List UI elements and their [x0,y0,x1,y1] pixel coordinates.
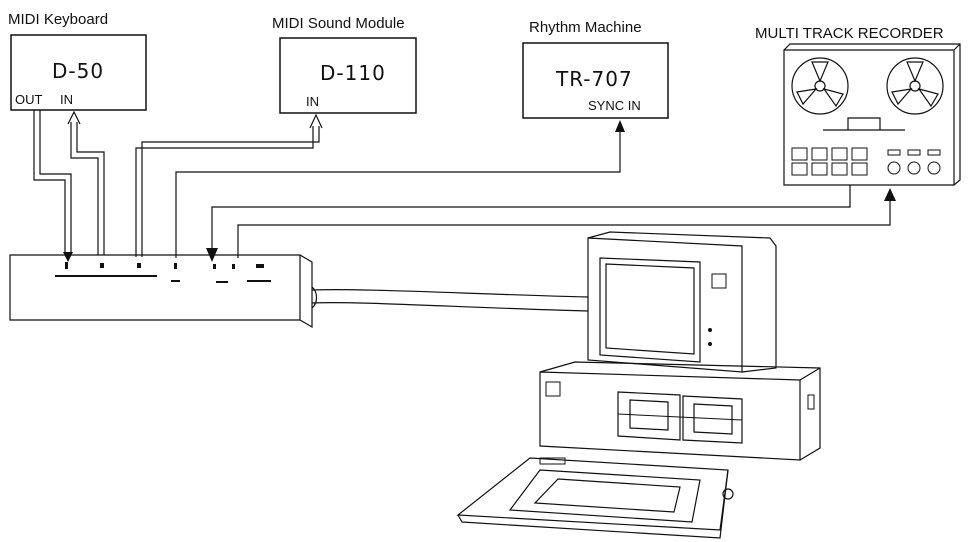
cable-sound-module-in [136,126,319,257]
keyboard-label: MIDI Keyboard [8,11,108,28]
interface-cable [312,290,588,311]
midi-interface-box [10,255,588,327]
right-reel-icon [887,58,943,114]
cable-rhythm-sync [176,130,620,258]
keyboard-out-port: OUT [15,92,43,107]
monitor-screen [600,258,700,362]
rhythm-machine: Rhythm Machine TR-707 SYNC IN [523,19,668,118]
left-reel-icon [792,58,848,114]
computer-keyboard [458,458,728,530]
sound-module-in-port: IN [306,94,319,109]
recorder-label: MULTI TRACK RECORDER [755,25,944,42]
rhythm-machine-model: TR-707 [555,67,633,91]
sound-module-label: MIDI Sound Module [272,15,405,32]
cable-recorder-in [238,200,890,258]
keyboard-in-port: IN [60,92,73,107]
midi-sound-module: MIDI Sound Module D-110 IN [272,15,416,113]
tape-head [823,118,905,130]
recorder-controls [792,148,940,175]
cable-keyboard-in [71,122,104,255]
multi-track-recorder: MULTI TRACK RECORDER [755,25,960,185]
personal-computer [458,232,820,538]
keyboard-keys-area [510,470,700,522]
cable-recorder-out [212,185,850,250]
keyboard-model: D-50 [52,59,104,83]
cable-keyboard-out [34,110,71,252]
system-unit-front [540,372,800,460]
midi-keyboard: MIDI Keyboard D-50 OUT IN [8,11,146,110]
rhythm-machine-label: Rhythm Machine [529,19,642,36]
power-switch [546,382,560,396]
monitor-side [588,232,776,372]
interface-jacks [65,262,271,283]
monitor-knob [712,274,726,288]
midi-cables [34,110,896,262]
rhythm-machine-sync-port: SYNC IN [588,98,641,113]
sound-module-model: D-110 [320,61,386,85]
